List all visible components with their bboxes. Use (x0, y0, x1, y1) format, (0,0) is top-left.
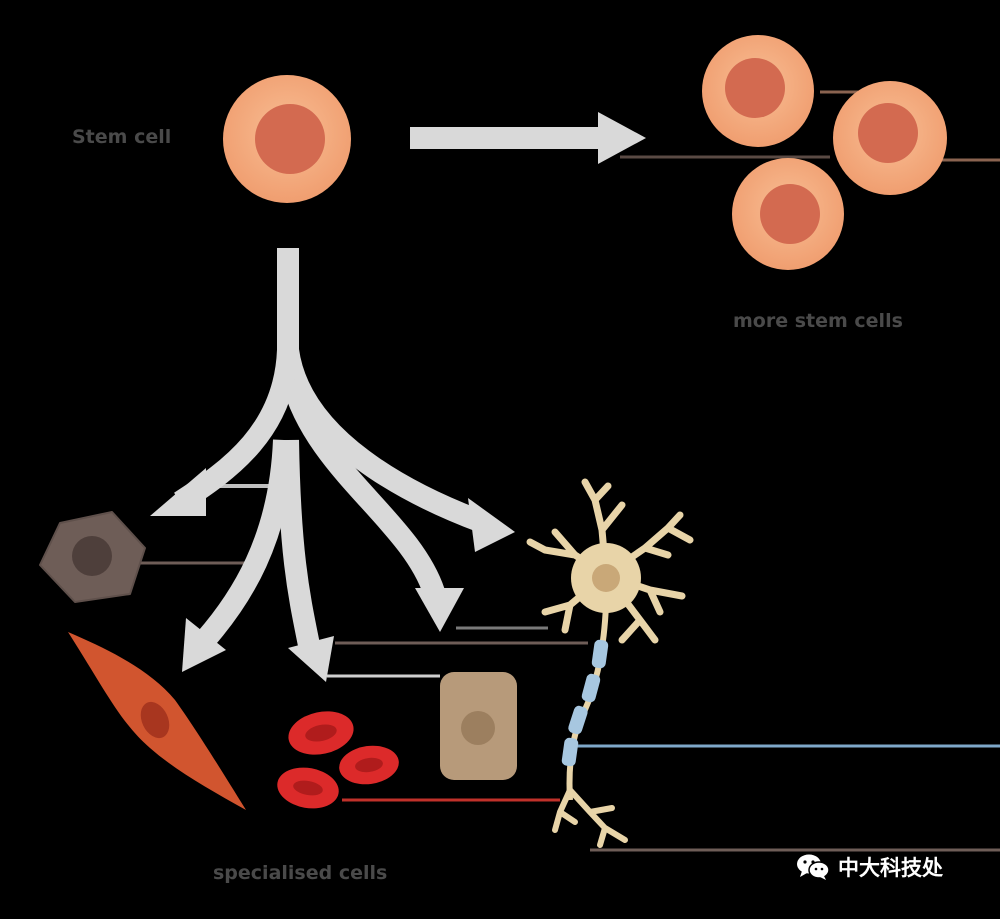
watermark: 中大科技处 (796, 852, 943, 882)
stem-cell-copy (732, 158, 844, 270)
neuron-cell (526, 478, 694, 848)
arrowhead (415, 588, 464, 632)
stem-cell-copy (702, 35, 814, 147)
label-specialised-cells: specialised cells (213, 862, 388, 884)
axon-terminals (552, 787, 628, 848)
neuron-soma (571, 543, 641, 613)
red-blood-cell (288, 711, 354, 755)
stem-cell (223, 75, 351, 203)
epithelial-cell (440, 672, 517, 780)
red-blood-cell (339, 745, 399, 785)
red-blood-cell (277, 767, 339, 809)
label-more-stem-cells: more stem cells (733, 310, 903, 332)
arrowhead (288, 636, 334, 682)
self-renewal-arrow (410, 112, 646, 164)
watermark-text: 中大科技处 (838, 856, 943, 880)
neuron-axon (566, 604, 609, 801)
stem-cell-copy (833, 81, 947, 195)
leader-lines (140, 90, 1000, 852)
wechat-icon (797, 854, 830, 880)
label-stem-cell: Stem cell (72, 126, 172, 148)
arrowhead (468, 498, 515, 552)
myelin-sheath (561, 639, 609, 767)
macrophage-cell (39, 511, 146, 603)
red-blood-cells (277, 711, 399, 809)
arrow-branch-epithelial (281, 377, 445, 596)
more-stem-cells (702, 35, 947, 270)
arrowhead (182, 618, 226, 672)
arrow-branch-blood (277, 439, 321, 653)
smooth-muscle-cell (68, 632, 246, 810)
arrowhead (150, 468, 206, 516)
arrowheads (150, 468, 515, 682)
